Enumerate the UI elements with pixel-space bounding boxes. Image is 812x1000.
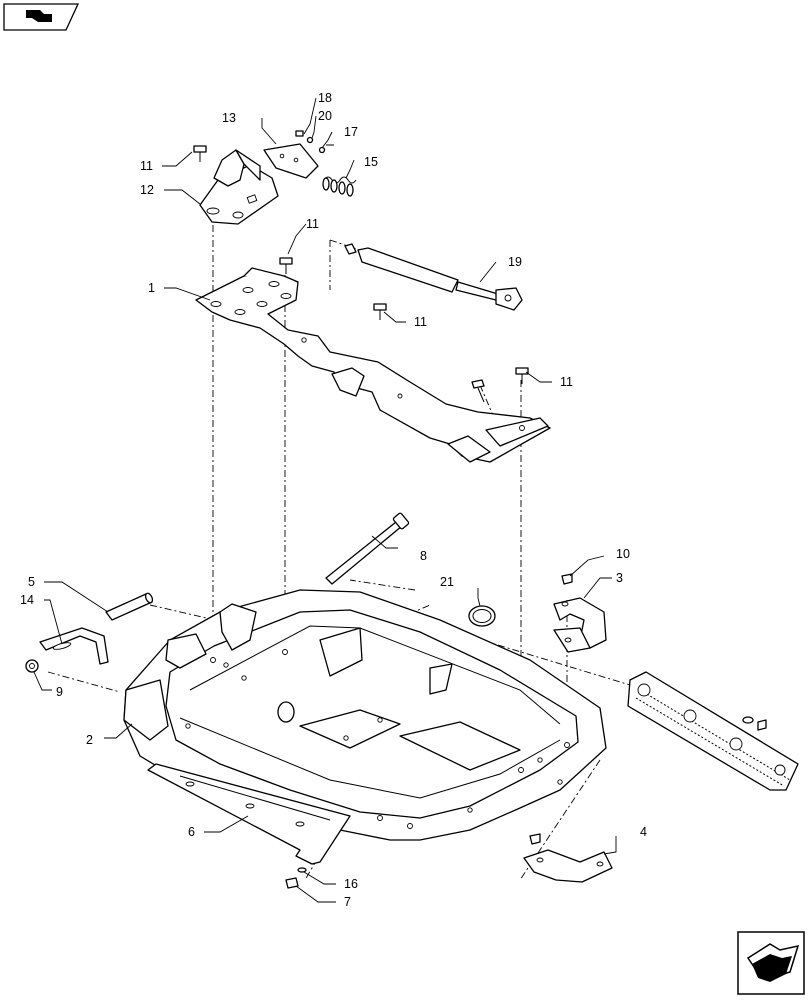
slide-rail-part <box>627 671 799 791</box>
callout-15: 15 <box>364 155 378 169</box>
callout-1: 1 <box>148 281 155 295</box>
callout-21: 21 <box>440 575 454 589</box>
callout-11-c: 11 <box>414 315 427 329</box>
diagram-nav-icon[interactable] <box>3 3 80 31</box>
part-15-spring <box>322 176 357 197</box>
part-14-lever <box>39 627 109 665</box>
part-11-bolt-d <box>515 367 529 384</box>
part-16-washer <box>297 867 307 873</box>
small-screw-part-4 <box>529 833 541 845</box>
leader-lines <box>33 97 617 903</box>
callout-labels: 18 13 20 17 15 11 12 11 19 1 11 11 8 5 1… <box>20 91 647 909</box>
callout-3: 3 <box>616 571 623 585</box>
callout-12: 12 <box>140 183 154 197</box>
part-11-bolt-c <box>373 303 387 320</box>
part-21-grommet <box>468 605 496 627</box>
callout-16: 16 <box>344 877 358 891</box>
callout-9: 9 <box>56 685 63 699</box>
callout-20: 20 <box>318 109 332 123</box>
part-8-rod <box>325 512 410 585</box>
callout-17: 17 <box>344 125 358 139</box>
callout-11-b: 11 <box>306 217 319 231</box>
callout-14: 14 <box>20 593 34 607</box>
small-bolt-part-1 <box>471 379 485 403</box>
part-12-mount-bracket <box>199 149 279 225</box>
part-6-strip <box>147 763 351 865</box>
callout-8: 8 <box>420 549 427 563</box>
callout-13: 13 <box>222 111 236 125</box>
part-10-screw <box>561 573 573 585</box>
part-13-latch-plate <box>263 143 319 179</box>
callout-2: 2 <box>86 733 93 747</box>
callout-18: 18 <box>318 91 332 105</box>
part-20-pin <box>306 136 314 144</box>
callout-6: 6 <box>188 825 195 839</box>
part-11-bolt-b <box>279 257 293 274</box>
part-17-pin <box>318 144 334 154</box>
part-9-nut <box>25 659 39 673</box>
callout-4: 4 <box>640 825 647 839</box>
part-7-screw <box>285 877 299 889</box>
next-page-arrow-icon[interactable] <box>737 931 805 995</box>
part-11-bolt-a <box>193 145 207 162</box>
callout-11-d: 11 <box>560 375 573 389</box>
part-3-bracket <box>553 597 607 653</box>
part-5-pin <box>105 592 154 621</box>
callout-11-a: 11 <box>140 159 153 173</box>
part-18-pin <box>295 130 304 137</box>
callout-7: 7 <box>344 895 351 909</box>
callout-10: 10 <box>616 547 630 561</box>
part-2-seat-pan <box>123 589 607 841</box>
callout-19: 19 <box>508 255 522 269</box>
part-19-gas-strut <box>344 243 523 311</box>
part-4-bracket <box>523 849 613 883</box>
callout-5: 5 <box>28 575 35 589</box>
part-1-seat-frame <box>195 267 551 463</box>
